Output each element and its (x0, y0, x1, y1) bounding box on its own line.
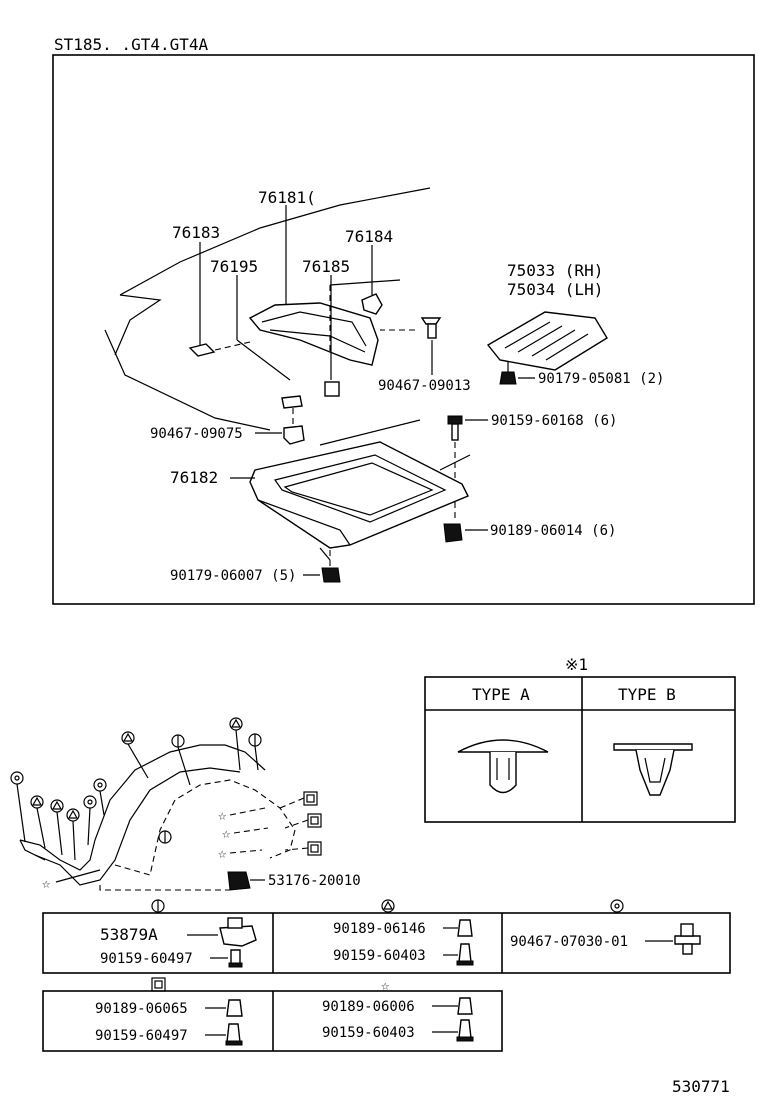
pad-76185 (324, 381, 340, 397)
diagram-ref-number: 530771 (672, 1077, 730, 1096)
legend-90189-06065: 90189-06065 (95, 1001, 188, 1017)
label-90179-06007: 90179-06007 (5) (170, 568, 296, 584)
label-90189-06014: 90189-06014 (6) (490, 523, 616, 539)
clip-type-a-icon (457, 739, 549, 794)
tray-76182 (249, 441, 469, 561)
screw-90159-60497-a-icon (228, 949, 243, 968)
clip-types-table (424, 676, 736, 823)
clip-90467-07030-01-icon (674, 923, 701, 955)
type-a-header: TYPE A (472, 685, 530, 704)
clip-90467-09075 (281, 395, 305, 445)
fender-leaders (16, 729, 309, 883)
body-outline (104, 187, 431, 431)
nut-90189-06065-icon (226, 999, 243, 1017)
clip-ref-mark: ※1 (565, 655, 588, 674)
nut-90189-06014 (443, 523, 463, 543)
legend-star-symbol: ☆ (381, 978, 390, 994)
legend-top-frame (42, 912, 731, 974)
label-76182: 76182 (170, 468, 218, 487)
legend-90189-06006: 90189-06006 (322, 999, 415, 1015)
legend-90467-07030-01: 90467-07030-01 (510, 934, 628, 950)
screw-90159-60403-a-icon (456, 943, 474, 966)
legend-90159-60403-a: 90159-60403 (333, 948, 426, 964)
label-53176-20010: 53176-20010 (268, 873, 361, 889)
legend-53879a: 53879A (100, 925, 158, 944)
legend-90159-60497-a: 90159-60497 (100, 951, 193, 967)
clip-76183 (188, 343, 216, 357)
legend-circle-dot-symbol (610, 899, 624, 913)
nut-90179-05081 (499, 371, 517, 385)
nut-90189-06146-icon (457, 919, 473, 937)
legend-90159-60497-b: 90159-60497 (95, 1028, 188, 1044)
clip-type-b-icon (613, 743, 693, 796)
clip-53879a-icon (219, 925, 257, 947)
type-b-header: TYPE B (618, 685, 676, 704)
svg-text:☆: ☆ (42, 876, 51, 892)
svg-text:☆: ☆ (218, 808, 227, 824)
label-75033: 75033 (RH) (507, 261, 603, 280)
model-title: ST185. .GT4.GT4A (54, 35, 208, 54)
label-76181: 76181( (258, 188, 316, 207)
label-76185: 76185 (302, 257, 350, 276)
label-90467-09013: 90467-09013 (378, 378, 471, 394)
legend-circle-bar-symbol (151, 899, 165, 913)
legend-bottom-frame (42, 990, 503, 1052)
bracket-76184 (361, 293, 383, 315)
legend-circle-tri-symbol (381, 899, 395, 913)
label-76195: 76195 (210, 257, 258, 276)
label-90159-60168: 90159-60168 (6) (491, 413, 617, 429)
bolt-90159-60168 (447, 415, 463, 441)
legend-90189-06146: 90189-06146 (333, 921, 426, 937)
nut-90189-06006-icon (457, 997, 473, 1015)
screw-90159-60497-b-icon (225, 1023, 243, 1046)
fender-liner (19, 744, 296, 886)
spoiler-76181 (248, 302, 379, 366)
fender-symbols: ☆ ☆ ☆ ☆ (10, 717, 322, 892)
upper-frame (52, 54, 755, 605)
legend-square-symbol (151, 977, 166, 992)
clip-90467-09013 (420, 317, 442, 339)
screw-90159-60403-b-icon (456, 1019, 474, 1042)
louver-75033 (486, 311, 608, 371)
label-90467-09075: 90467-09075 (150, 426, 243, 442)
svg-text:☆: ☆ (218, 846, 227, 862)
label-75034: 75034 (LH) (507, 280, 603, 299)
svg-text:☆: ☆ (222, 826, 231, 842)
nut-90179-06007 (321, 567, 341, 583)
legend-90159-60403-b: 90159-60403 (322, 1025, 415, 1041)
clip-53176-20010 (227, 871, 251, 891)
label-76184: 76184 (345, 227, 393, 246)
label-76183: 76183 (172, 223, 220, 242)
label-90179-05081: 90179-05081 (2) (538, 371, 664, 387)
